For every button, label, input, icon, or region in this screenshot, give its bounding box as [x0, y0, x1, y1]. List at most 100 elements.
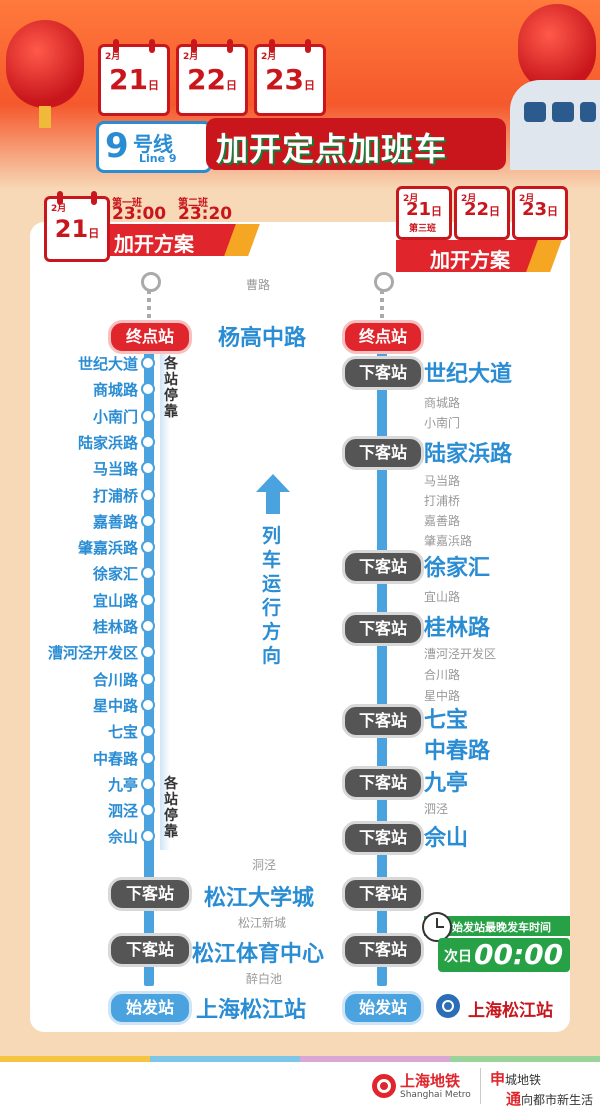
all-stop-label-bottom: 各站停靠 — [164, 776, 178, 840]
calendar-month: 2月 — [51, 204, 67, 214]
brand-cn: 上海地铁 — [400, 1072, 461, 1090]
left-station-name: 中春路 — [92, 749, 138, 768]
last-departure-box: 始发站最晚发车时间 次日 00:00 — [422, 912, 570, 974]
terminal-pill-left: 终点站 — [108, 320, 192, 354]
station-dot — [141, 750, 155, 765]
shift1-label: 第一班 — [112, 198, 142, 209]
station-grey: 小南门 — [424, 416, 461, 430]
left-station-name: 肇嘉浜路 — [77, 539, 138, 558]
station-dot — [141, 619, 155, 633]
station-grey: 商城路 — [424, 396, 461, 410]
origin-pill-right: 始发站 — [342, 991, 424, 1025]
left-plan-bar: 加开方案 — [100, 224, 260, 256]
station-dot — [141, 724, 155, 739]
station-dot — [141, 803, 155, 818]
left-station-name: 佘山 — [107, 828, 138, 847]
left-track-shadow — [160, 350, 170, 850]
station-grey: 合川路 — [424, 668, 461, 682]
station-zhongchun-right: 中春路 — [424, 739, 491, 764]
right-calendar-3: 2月 23日 — [512, 186, 568, 240]
right-plan-bar: 加开方案 — [396, 240, 562, 272]
calendar-day: 23日 — [265, 63, 315, 96]
station-grey: 泗泾 — [424, 802, 449, 816]
last-departure-title-bar: 始发站最晚发车时间 — [424, 916, 570, 936]
calendar-day: 21日 — [109, 63, 159, 96]
right-calendar-1: 2月 21日 第三班 — [396, 186, 452, 240]
slogan-line1: 申城地铁 — [490, 1070, 542, 1088]
left-plan-title: 加开方案 — [114, 232, 194, 256]
station-dot — [141, 540, 155, 555]
songjiang-railway-label: 上海松江站 — [468, 1001, 553, 1021]
station-dot — [141, 461, 155, 476]
calendar-month: 2月 — [461, 194, 477, 204]
lantern-right-icon — [518, 4, 596, 112]
left-station-name: 陆家浜路 — [77, 433, 138, 452]
station-grey: 马当路 — [424, 474, 461, 488]
alight-pill: 下客站 — [342, 612, 424, 646]
calendar-day: 22日 — [463, 199, 501, 220]
date-calendar-3: 2月 23日 — [254, 39, 326, 116]
terminal-pill-right: 终点站 — [342, 320, 424, 354]
alight-pill: 下客站 — [342, 704, 424, 738]
right-track — [377, 346, 387, 986]
calendar-month: 2月 — [519, 194, 535, 204]
shift3-label: 第三班 — [409, 224, 437, 234]
station-dot — [141, 487, 155, 502]
left-plan-calendar: 2月 21日 — [44, 191, 110, 262]
alight-pill: 下客站 — [342, 356, 424, 390]
right-calendar-2: 2月 22日 — [454, 186, 510, 240]
track-hook-icon — [374, 272, 394, 292]
lantern-left-icon — [6, 20, 84, 128]
left-track — [144, 346, 154, 986]
alight-pill: 下客站 — [342, 766, 424, 800]
track-end-right — [380, 290, 384, 320]
calendar-month: 2月 — [403, 194, 419, 204]
station-grey: 漕河泾开发区 — [424, 647, 497, 661]
right-plan-title: 加开方案 — [430, 248, 510, 272]
track-hook-icon — [141, 272, 161, 292]
date-calendar-1: 2月 21日 — [98, 39, 170, 116]
railway-logo-icon — [436, 994, 460, 1018]
station-dot — [141, 697, 155, 712]
track-end-left — [147, 290, 151, 320]
headline-title: 加开定点加班车 — [216, 130, 448, 168]
shift2-label: 第二班 — [178, 198, 208, 209]
footer-divider — [480, 1068, 481, 1104]
station-grey: 嘉善路 — [424, 514, 461, 528]
left-station-name: 桂林路 — [92, 618, 138, 636]
alight-pill: 下客站 — [342, 933, 424, 967]
alight-pill-left: 下客站 — [108, 933, 192, 967]
line-badge: 9 号线 Line 9 — [96, 121, 212, 173]
left-station-name: 七宝 — [107, 723, 138, 742]
alight-pill: 下客站 — [342, 877, 424, 911]
station-dot — [141, 434, 155, 449]
calendar-month: 2月 — [105, 52, 121, 62]
left-station-name: 嘉善路 — [92, 512, 138, 531]
left-station-name: 马当路 — [92, 460, 138, 479]
calendar-day: 21日 — [54, 215, 100, 243]
station-zuibaichi: 醉白池 — [246, 972, 283, 986]
left-station-name: 星中路 — [92, 696, 138, 715]
left-station-name: 宜山路 — [92, 591, 138, 610]
station-dot — [141, 776, 155, 791]
alight-pill: 下客站 — [342, 550, 424, 584]
calendar-day: 22日 — [187, 63, 237, 96]
station-guilin-right: 桂林路 — [424, 616, 491, 641]
station-songjiang-sports: 松江体育中心 — [192, 942, 325, 967]
station-yanggao: 杨高中路 — [218, 326, 307, 351]
shift1-time: 23:00 — [112, 204, 167, 224]
clock-icon — [422, 912, 452, 942]
brand-en: Shanghai Metro — [400, 1090, 471, 1100]
next-day-label: 次日 — [444, 949, 472, 965]
station-grey: 肇嘉浜路 — [424, 534, 473, 548]
left-station-name: 徐家汇 — [92, 565, 138, 584]
calendar-month: 2月 — [183, 52, 199, 62]
metro-logo-icon — [372, 1074, 396, 1098]
origin-pill-left: 始发站 — [108, 991, 192, 1025]
station-songjiang-univ: 松江大学城 — [204, 886, 315, 911]
last-departure-time: 00:00 — [474, 938, 564, 971]
station-shiji-right: 世纪大道 — [424, 362, 513, 387]
station-songjiang-new: 松江新城 — [238, 916, 287, 930]
line-label-en: Line 9 — [139, 152, 177, 165]
slogan-line2: 通向都市新生活 — [506, 1090, 594, 1108]
